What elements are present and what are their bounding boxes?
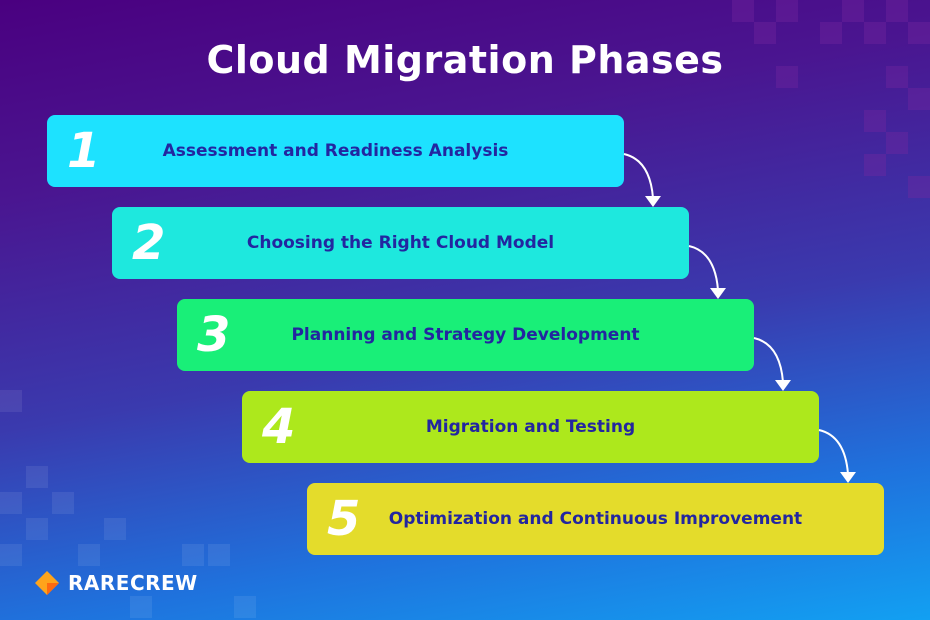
- step-number: 1: [67, 123, 101, 179]
- brand-name: RARECREW: [68, 571, 198, 595]
- arrow-3-4: [753, 337, 784, 383]
- step-label: Assessment and Readiness Analysis: [162, 141, 509, 161]
- arrow-2-3: [688, 245, 719, 291]
- step-label: Choosing the Right Cloud Model: [246, 233, 555, 253]
- phase-step-2: 2 Choosing the Right Cloud Model: [112, 207, 689, 279]
- arrowhead-icon: [645, 196, 661, 207]
- step-label: Planning and Strategy Development: [291, 325, 640, 345]
- step-number: 3: [197, 307, 231, 363]
- step-number: 5: [327, 491, 361, 547]
- step-number: 4: [262, 399, 296, 455]
- phase-step-5: 5 Optimization and Continuous Improvemen…: [307, 483, 884, 555]
- arrowhead-icon: [840, 472, 856, 483]
- step-label: Migration and Testing: [425, 417, 636, 437]
- brand-logo: RARECREW: [34, 570, 198, 596]
- phase-step-4: 4 Migration and Testing: [242, 391, 819, 463]
- arrowhead-icon: [775, 380, 791, 391]
- step-label: Optimization and Continuous Improvement: [388, 509, 803, 529]
- phase-step-1: 1 Assessment and Readiness Analysis: [47, 115, 624, 187]
- step-number: 2: [132, 215, 166, 271]
- diamond-logo-icon: [35, 571, 59, 595]
- arrow-1-2: [623, 153, 654, 199]
- page-title: Cloud Migration Phases: [206, 38, 724, 82]
- arrow-4-5: [818, 429, 849, 475]
- arrowhead-icon: [710, 288, 726, 299]
- phase-step-3: 3 Planning and Strategy Development: [177, 299, 754, 371]
